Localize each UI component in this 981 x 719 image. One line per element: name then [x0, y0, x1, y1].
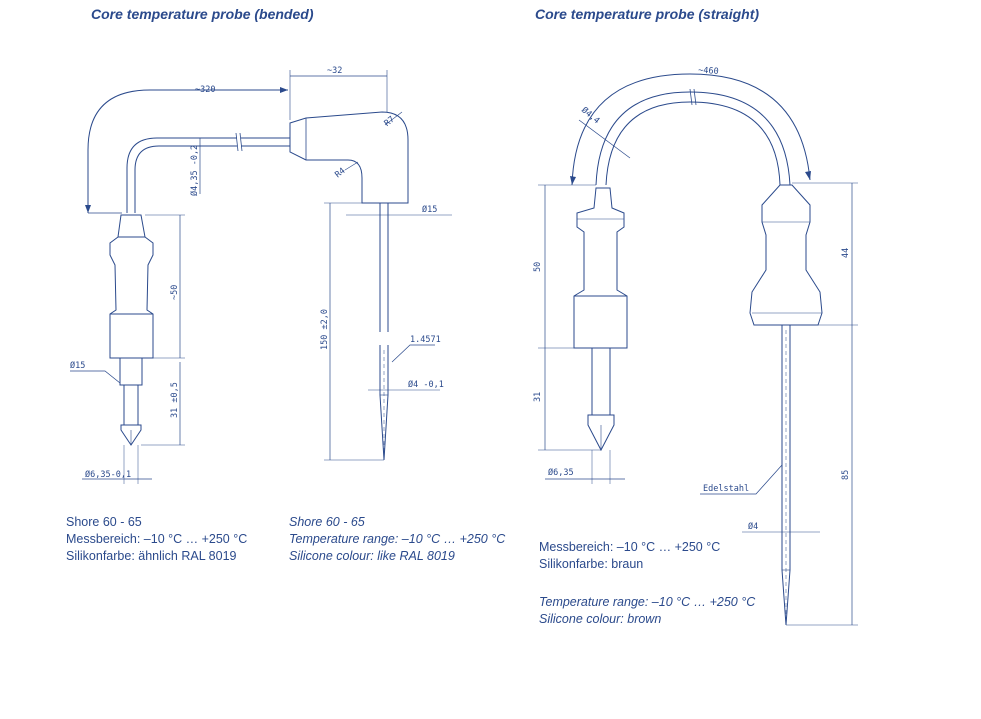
bended-plug-tip: [120, 424, 142, 446]
bended-dim-dia4: Ø4 -0,1: [408, 379, 444, 390]
straight-dim-len85: 85: [841, 470, 851, 480]
note-line: Silikonfarbe: ähnlich RAL 8019: [66, 549, 237, 563]
bended-plug-neck: [119, 358, 143, 386]
note-line: Messbereich: –10 °C … +250 °C: [66, 532, 248, 546]
straight-dim-len31: 31: [533, 392, 543, 402]
bended-cable-outer: [126, 137, 237, 213]
straight-cable-inner: [605, 101, 781, 186]
straight-left-handle: [573, 187, 628, 349]
bended-dim-32: ~32: [327, 66, 342, 76]
bended-dim-r4: R4: [333, 166, 347, 180]
bended-r4-leader: [344, 161, 359, 171]
note-line: Shore 60 - 65: [289, 515, 365, 529]
bended-r7-leader: [384, 111, 403, 126]
note-line: Temperature range: –10 °C … +250 °C: [539, 595, 756, 609]
straight-probe-title: Core temperature probe (straight): [535, 6, 760, 22]
straight-dim-460: ~460: [698, 66, 719, 77]
note-line: Shore 60 - 65: [66, 515, 142, 529]
note-line: Silikonfarbe: braun: [539, 557, 644, 571]
bended-dim-dia15-elbow: Ø15: [422, 204, 437, 215]
straight-dim-len44: 44: [841, 248, 851, 258]
note-line: Temperature range: –10 °C … +250 °C: [289, 532, 506, 546]
note-line: Silicone colour: like RAL 8019: [289, 549, 455, 563]
note-line: Messbereich: –10 °C … +250 °C: [539, 540, 721, 554]
straight-right-handle: [749, 184, 823, 326]
straight-dia44-leader: [578, 119, 631, 159]
straight-plug-tip: [587, 414, 615, 452]
straight-dim-len50: 50: [533, 262, 543, 272]
bended-dia15-leader: [70, 370, 121, 384]
bended-dim-dia435: Ø4,35 -0,2: [189, 145, 200, 196]
bended-handle: [109, 214, 154, 359]
note-line: Silicone colour: brown: [539, 612, 662, 626]
straight-notes-de: Messbereich: –10 °C … +250 °C Silikonfar…: [539, 539, 720, 573]
bended-dim-r7: R7: [383, 115, 397, 129]
straight-material-label: Edelstahl: [703, 484, 749, 494]
bended-dim-320: ~320: [195, 85, 215, 95]
bended-length-arc: [87, 89, 288, 213]
bended-length-arrows: [85, 87, 288, 213]
straight-probe-drawing: [538, 73, 858, 626]
bended-dim-len50: ~50: [170, 285, 180, 300]
straight-length-arc: [571, 73, 811, 186]
bended-dim-len31: 31 ±0,5: [170, 382, 180, 418]
straight-needle: [781, 325, 791, 626]
straight-dim-dia4: Ø4: [748, 521, 758, 532]
bended-dim-dia15: Ø15: [70, 360, 85, 371]
bended-notes-de: Shore 60 - 65 Messbereich: –10 °C … +250…: [66, 514, 247, 565]
bended-cable-right: [241, 137, 290, 147]
bended-material-label: 1.4571: [410, 335, 441, 345]
bended-cable-inner: [134, 145, 237, 213]
straight-dim-dia635: Ø6,35: [548, 467, 574, 478]
straight-cable-outer: [595, 91, 791, 186]
straight-plug-pin: [591, 348, 611, 416]
bended-plug-pin: [123, 385, 139, 426]
bended-cable-break: [235, 132, 243, 152]
bended-material-leader: [391, 344, 435, 363]
straight-notes-en: Temperature range: –10 °C … +250 °C Sili…: [539, 594, 755, 628]
straight-cable-break: [689, 88, 697, 106]
straight-material-leader: [700, 464, 783, 495]
bended-dim-len150: 150 ±2,0: [320, 309, 330, 350]
bended-needle-upper: [379, 203, 389, 332]
bended-probe-drawing: [70, 70, 452, 484]
bended-notes-en: Shore 60 - 65 Temperature range: –10 °C …: [289, 514, 505, 565]
bended-probe-title: Core temperature probe (bended): [91, 6, 314, 22]
bended-dim-dia635: Ø6,35-0,1: [85, 469, 131, 480]
